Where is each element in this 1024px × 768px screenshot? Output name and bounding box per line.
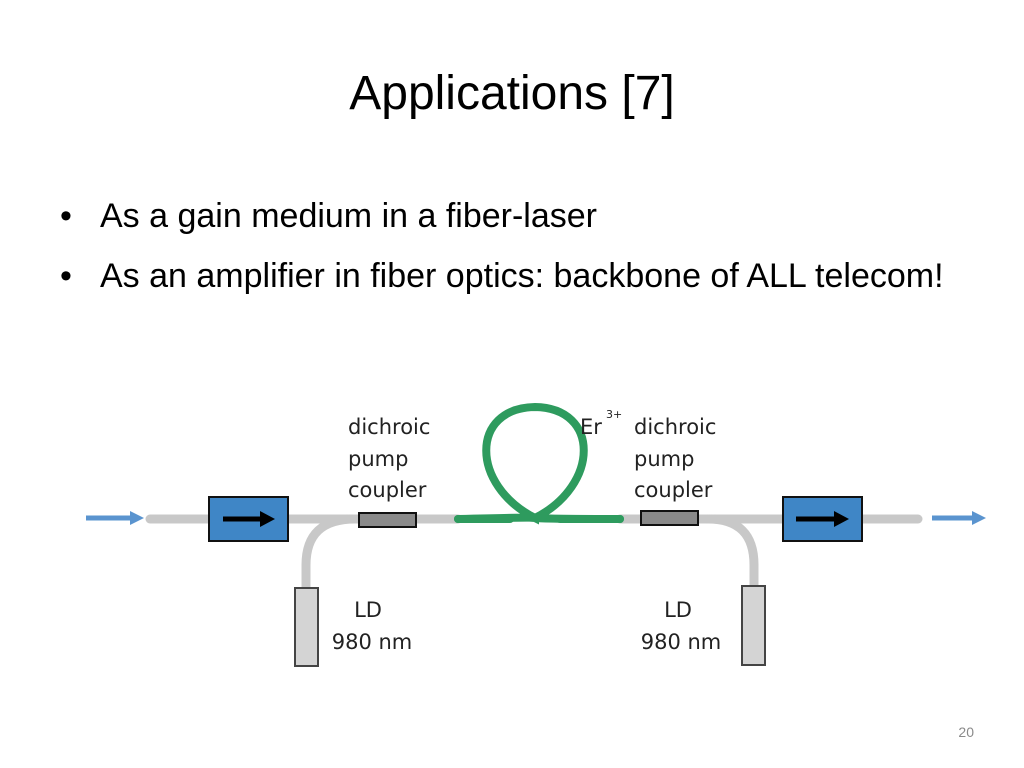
left-coupler-label-1: dichroic bbox=[348, 415, 430, 439]
left-coupler-label-2: pump bbox=[348, 447, 408, 471]
bullet-item: • As an amplifier in fiber optics: backb… bbox=[60, 250, 960, 302]
bullet-list: • As a gain medium in a fiber-laser • As… bbox=[60, 190, 960, 310]
isolator-arrow-icon bbox=[223, 511, 275, 527]
output-isolator bbox=[782, 496, 863, 542]
erbium-doped-fiber bbox=[454, 402, 624, 525]
right-ld-label: LD bbox=[664, 598, 692, 622]
right-coupler bbox=[640, 510, 699, 526]
isolator-arrow-icon bbox=[796, 511, 849, 527]
signal-in-arrow-icon bbox=[86, 511, 144, 525]
slide-title: Applications [7] bbox=[349, 67, 675, 120]
bullet-glyph: • bbox=[60, 257, 72, 295]
fiber-label-superscript: 3+ bbox=[606, 408, 622, 421]
bullet-text: As an amplifier in fiber optics: backbon… bbox=[100, 257, 944, 295]
slide-number: 20 bbox=[958, 724, 974, 740]
doped-fiber-loop bbox=[454, 402, 624, 525]
right-coupler-label-3: coupler bbox=[634, 478, 713, 502]
left-ld-label: LD bbox=[354, 598, 382, 622]
bullet-glyph: • bbox=[60, 197, 72, 235]
left-ld-wavelength: 980 nm bbox=[332, 630, 413, 654]
erbium-amplifier-diagram: dichroic pump coupler dichroic pump coup… bbox=[86, 402, 986, 667]
left-pump-fiber bbox=[301, 514, 360, 595]
right-pump-fiber bbox=[703, 514, 759, 591]
left-laser-diode bbox=[294, 587, 319, 667]
right-coupler-label-2: pump bbox=[634, 447, 694, 471]
bullet-item: • As a gain medium in a fiber-laser bbox=[60, 190, 960, 242]
right-laser-diode bbox=[741, 585, 766, 666]
left-coupler bbox=[358, 512, 417, 528]
input-isolator bbox=[208, 496, 289, 542]
right-ld-wavelength: 980 nm bbox=[641, 630, 722, 654]
left-coupler-label-3: coupler bbox=[348, 478, 427, 502]
right-coupler-label-1: dichroic bbox=[634, 415, 716, 439]
bullet-text: As a gain medium in a fiber-laser bbox=[100, 197, 598, 235]
fiber-label: Er bbox=[580, 415, 602, 439]
signal-out-arrow-icon bbox=[932, 511, 986, 525]
